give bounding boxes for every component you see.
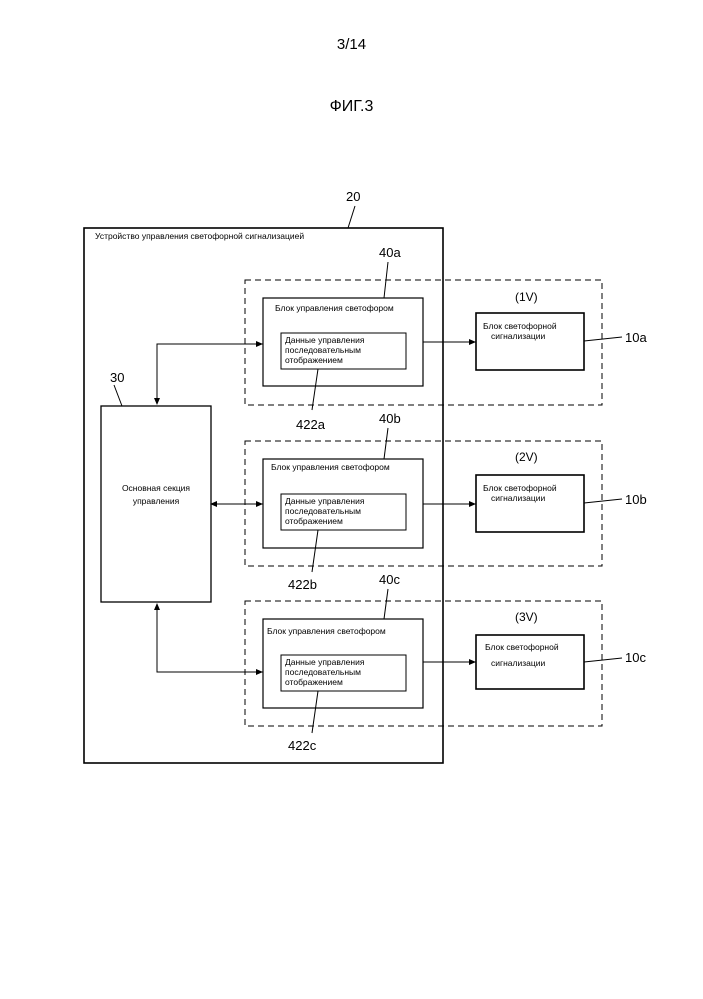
main-control-label-line2: управления	[101, 497, 211, 507]
signal-ref-2: 10b	[625, 493, 647, 508]
block-ref-1: 40a	[379, 246, 401, 261]
data-ref-leader-2	[312, 530, 318, 572]
arrow-main-to-block-1	[157, 344, 263, 404]
data-ref-2: 422b	[288, 578, 317, 593]
data-label-3-line3: отображением	[285, 678, 343, 688]
data-ref-leader-1	[312, 369, 318, 410]
signal-ref-1: 10a	[625, 331, 647, 346]
data-ref-1: 422a	[296, 418, 325, 433]
main-control-ref-leader	[114, 385, 122, 406]
arrow-main-to-block-3	[157, 604, 263, 672]
signal-label-2-line2: сигнализации	[491, 494, 545, 504]
device-label: Устройство управления светофорной сигнал…	[95, 232, 304, 242]
view-label-3: (3V)	[515, 611, 538, 625]
signal-label-3-line1: Блок светофорной	[485, 643, 559, 653]
block-label-3: Блок управления светофором	[267, 627, 386, 637]
signal-label-3-line2: сигнализации	[491, 659, 545, 669]
block-ref-2: 40b	[379, 412, 401, 427]
view-label-1: (1V)	[515, 291, 538, 305]
data-label-2-line3: отображением	[285, 517, 343, 527]
signal-ref-leader-2	[584, 499, 622, 503]
signal-ref-3: 10c	[625, 651, 646, 666]
block-label-1: Блок управления светофором	[275, 304, 394, 314]
device-ref: 20	[346, 190, 360, 205]
block-ref-3: 40c	[379, 573, 400, 588]
view-label-2: (2V)	[515, 451, 538, 465]
block-ref-leader-2	[384, 428, 388, 459]
block-ref-leader-3	[384, 589, 388, 619]
main-control-label-line1: Основная секция	[101, 484, 211, 494]
data-label-1-line3: отображением	[285, 356, 343, 366]
data-ref-leader-3	[312, 691, 318, 733]
data-ref-3: 422c	[288, 739, 316, 754]
signal-label-1-line2: сигнализации	[491, 332, 545, 342]
device-ref-leader	[348, 206, 355, 228]
signal-ref-leader-1	[584, 337, 622, 341]
main-control-ref: 30	[110, 371, 124, 386]
signal-ref-leader-3	[584, 658, 622, 662]
block-label-2: Блок управления светофором	[271, 463, 390, 473]
